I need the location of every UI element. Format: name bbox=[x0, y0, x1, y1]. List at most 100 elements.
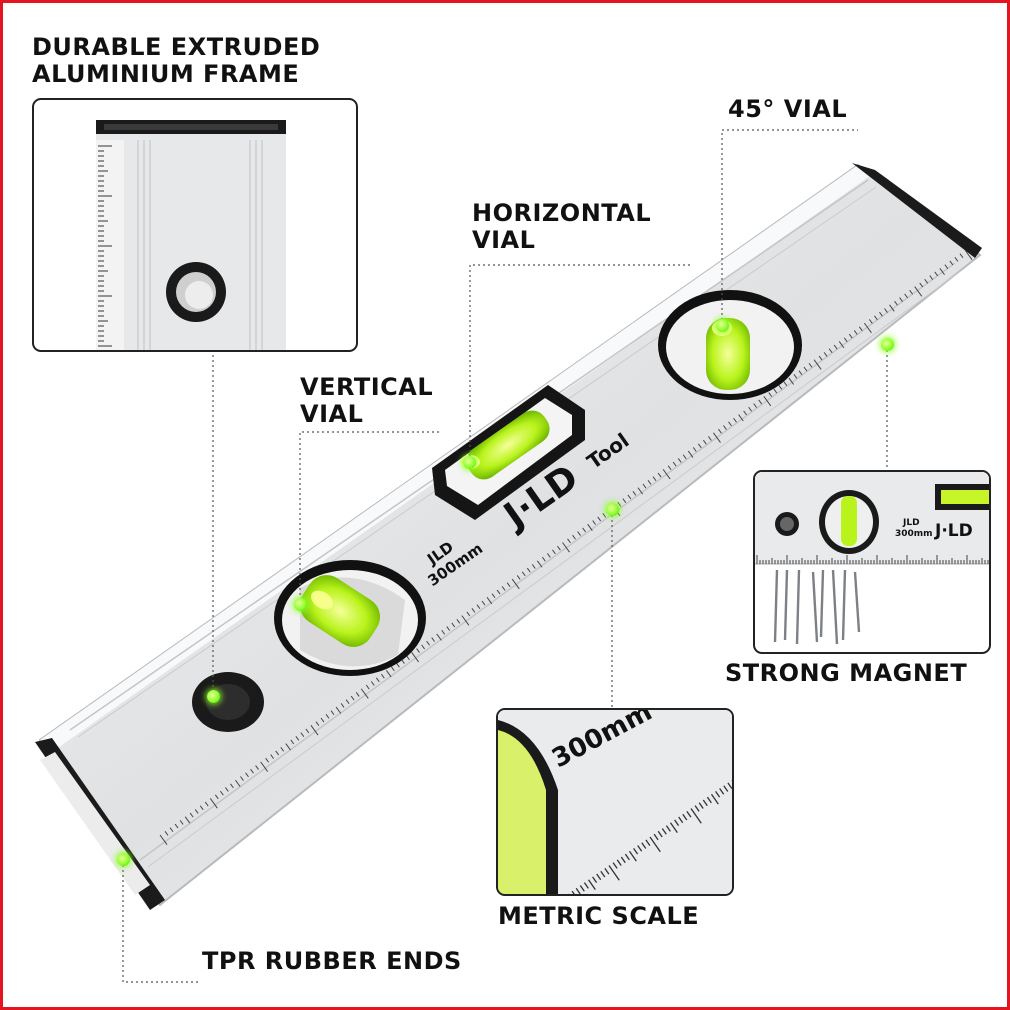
scale-tick bbox=[375, 677, 380, 683]
scale-tick bbox=[541, 556, 546, 562]
scale-tick bbox=[608, 865, 620, 881]
scale-tick bbox=[325, 714, 330, 719]
metric-scale-closeup: 300mm bbox=[498, 710, 732, 894]
scale-tick bbox=[661, 828, 667, 835]
scale-tick bbox=[310, 725, 319, 736]
scale-tick bbox=[567, 538, 571, 544]
scale-tick bbox=[461, 615, 470, 626]
scale-tick bbox=[863, 322, 872, 334]
scale-tick bbox=[674, 819, 680, 827]
scale-tick bbox=[557, 545, 561, 551]
scale-tick bbox=[617, 501, 622, 507]
label-aluminium-frame: DURABLE EXTRUDED ALUMINIUM FRAME bbox=[32, 33, 321, 88]
scale-tick bbox=[616, 859, 622, 866]
scale-tick bbox=[597, 516, 602, 522]
scale-tick bbox=[365, 684, 370, 690]
scale-tick bbox=[788, 377, 795, 385]
scale-tick bbox=[904, 293, 908, 299]
scale-tick bbox=[899, 297, 903, 302]
scale-tick bbox=[169, 827, 174, 833]
scale-tick bbox=[579, 885, 585, 892]
scale-tick bbox=[620, 856, 626, 864]
scale-tick bbox=[778, 384, 783, 390]
label-strong-magnet: STRONG MAGNET bbox=[725, 659, 968, 687]
scale-tick bbox=[934, 271, 939, 277]
scale-tick bbox=[587, 523, 593, 531]
scale-tick bbox=[386, 670, 392, 678]
scale-tick bbox=[924, 278, 929, 284]
scale-tick bbox=[647, 480, 652, 485]
scale-tick bbox=[330, 710, 335, 716]
scale-tick bbox=[481, 600, 486, 606]
magnet-model-size: 300mm bbox=[895, 529, 933, 539]
scale-tick bbox=[194, 809, 199, 814]
scale-tick bbox=[622, 498, 627, 503]
scale-tick bbox=[355, 692, 360, 697]
scale-tick bbox=[159, 834, 168, 846]
scale-tick bbox=[763, 395, 772, 407]
45-degree-vial-window bbox=[658, 290, 802, 400]
scale-tick bbox=[209, 798, 218, 809]
scale-tick bbox=[808, 363, 813, 368]
magnet-brand: J·LD bbox=[934, 521, 973, 541]
scale-tick bbox=[583, 882, 589, 889]
scale-tick bbox=[582, 527, 586, 533]
scale-tick bbox=[624, 853, 630, 861]
scale-tick bbox=[641, 842, 647, 849]
scale-tick bbox=[391, 666, 395, 672]
scale-tick bbox=[174, 823, 179, 829]
scale-tick bbox=[471, 608, 476, 613]
scale-tick bbox=[657, 472, 662, 478]
callout-dot-icon bbox=[881, 338, 894, 351]
metric-scale-ticks bbox=[159, 249, 973, 846]
scale-tick bbox=[713, 432, 721, 443]
scale-tick bbox=[476, 604, 481, 609]
vertical-vial-window bbox=[274, 560, 426, 676]
scale-tick bbox=[406, 655, 410, 661]
scale-tick bbox=[783, 381, 788, 386]
inset-metric-scale: 300mm bbox=[496, 708, 734, 896]
scale-tick bbox=[874, 315, 878, 321]
callout-dot-icon bbox=[294, 598, 307, 611]
scale-tick bbox=[929, 275, 934, 280]
scale-tick bbox=[733, 417, 737, 423]
scale-tick bbox=[753, 403, 758, 408]
scale-tick bbox=[710, 793, 719, 805]
label-45-vial: 45° VIAL bbox=[728, 95, 848, 123]
scale-tick bbox=[411, 651, 420, 663]
scale-tick bbox=[305, 728, 310, 734]
scale-tick bbox=[773, 388, 778, 394]
label-tpr-rubber-ends: TPR RUBBER ENDS bbox=[202, 947, 462, 975]
scale-tick bbox=[265, 757, 270, 763]
scale-tick bbox=[300, 732, 305, 737]
scale-tick bbox=[652, 476, 657, 482]
scale-tick bbox=[848, 333, 853, 339]
scale-tick bbox=[280, 746, 285, 752]
scale-tick bbox=[833, 344, 838, 350]
scale-tick bbox=[380, 673, 385, 679]
scale-tick bbox=[798, 370, 803, 375]
inset-strong-magnet: JLD 300mm J·LD bbox=[753, 470, 991, 654]
scale-tick bbox=[708, 436, 712, 441]
scale-tick bbox=[672, 461, 677, 467]
scale-tick bbox=[600, 870, 606, 878]
scale-tick bbox=[627, 494, 632, 500]
callout-dot-icon bbox=[117, 853, 130, 866]
scale-tick bbox=[466, 611, 471, 617]
scale-tick bbox=[275, 750, 280, 756]
scale-tick bbox=[690, 808, 702, 824]
label-horizontal-vial: HORIZONTAL VIAL bbox=[472, 199, 652, 254]
callout-dot-icon bbox=[606, 503, 619, 516]
scale-tick bbox=[687, 450, 694, 458]
scale-tick bbox=[728, 421, 732, 427]
scale-tick bbox=[612, 862, 618, 869]
scale-tick bbox=[250, 768, 254, 774]
scale-tick bbox=[199, 805, 204, 811]
scale-tick bbox=[669, 822, 678, 833]
scale-tick bbox=[596, 873, 602, 881]
label-vertical-vial: VERTICAL VIAL bbox=[300, 373, 434, 428]
scale-tick bbox=[939, 267, 945, 276]
scale-tick bbox=[698, 802, 704, 809]
scale-tick bbox=[879, 311, 883, 317]
